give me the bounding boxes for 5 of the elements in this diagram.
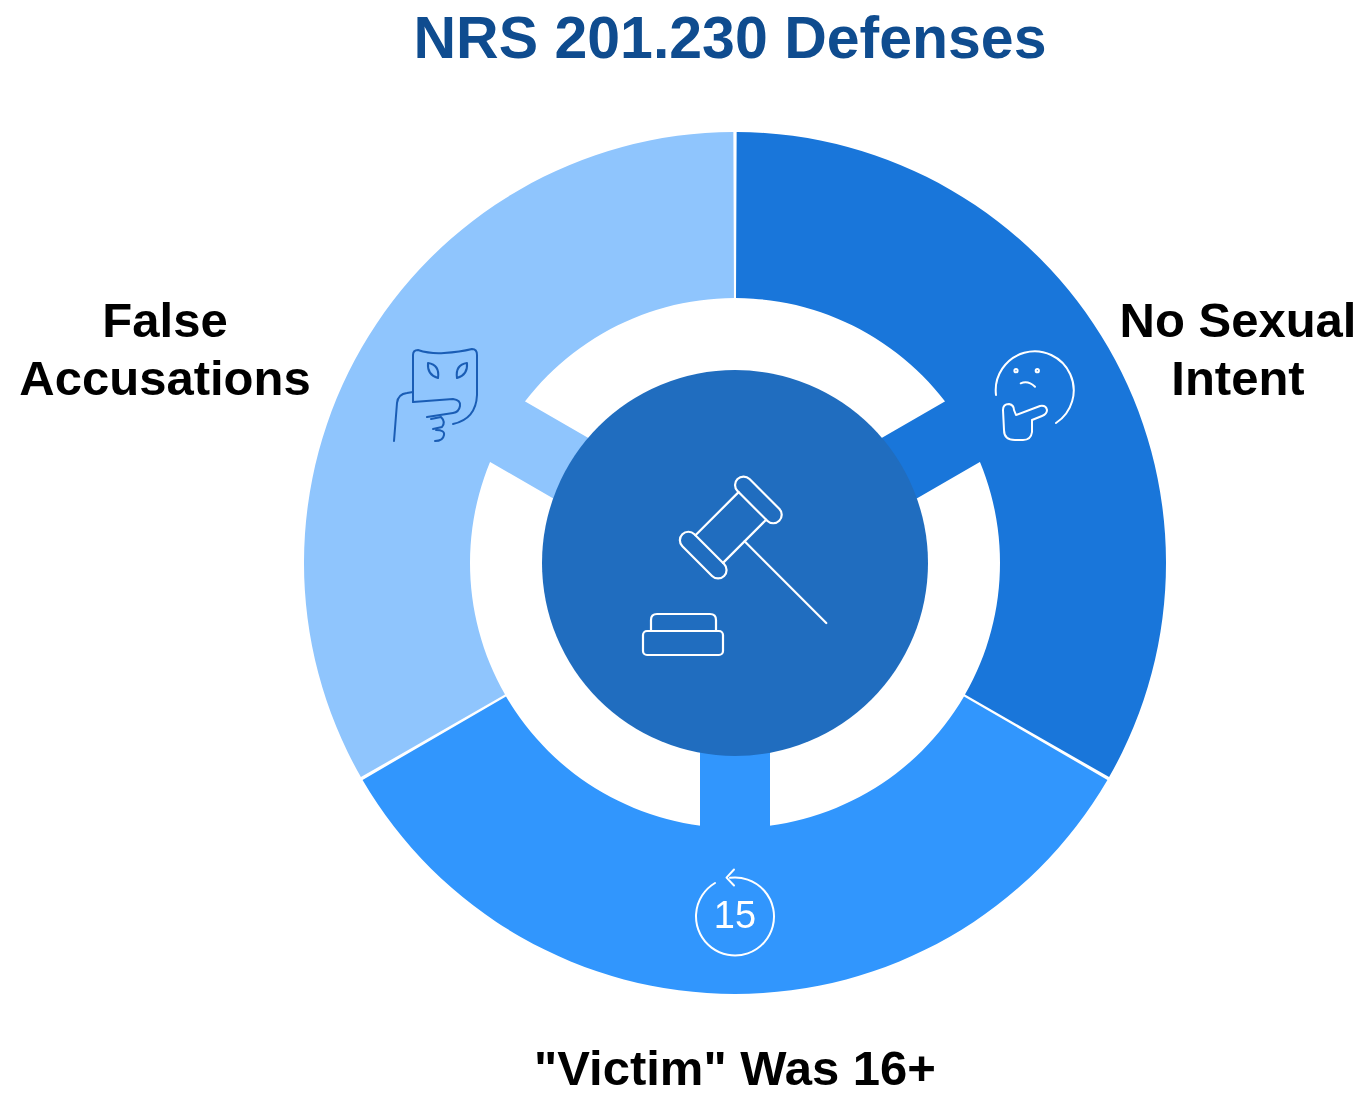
segment-label: False Accusations	[18, 292, 312, 407]
diagram-title: NRS 201.230 Defenses	[413, 4, 1047, 73]
age-number: 15	[713, 894, 757, 936]
segment-label: No Sexual Intent	[1118, 292, 1358, 407]
segment-label: "Victim" Was 16+	[534, 1040, 936, 1097]
